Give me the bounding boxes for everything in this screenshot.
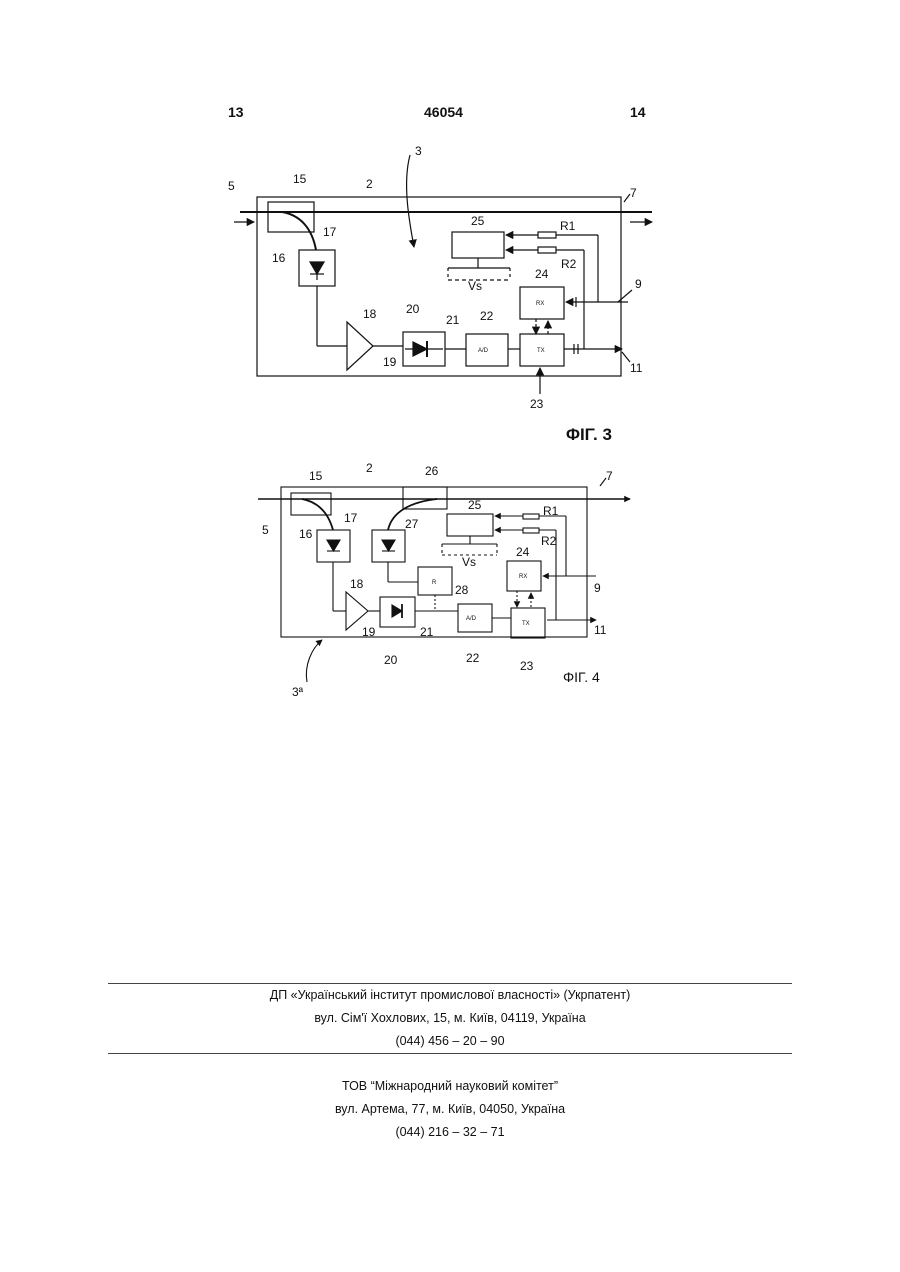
fig3-amplifier-18 [347,322,373,370]
fig4-label-7: 7 [606,469,613,483]
fig3-label-24: 24 [535,267,549,281]
fig3-label-5: 5 [228,179,235,193]
fig4-label-18: 18 [350,577,364,591]
fig3-label-25: 25 [471,214,485,228]
page-number-left: 13 [228,104,244,120]
org1-name: ДП «Український інститут промислової вла… [0,984,900,1007]
imprint-block-ukrpatent: ДП «Український інститут промислової вла… [0,984,900,1053]
fig4-rx-text: RX [519,574,527,580]
fig3-label-9: 9 [635,277,642,291]
fig3-label-7: 7 [630,186,637,200]
fig4-label-27: 27 [405,517,419,531]
fig3-label-18: 18 [363,307,377,321]
imprint-block-publisher: ТОВ “Міжнародний науковий комітет” вул. … [0,1075,900,1144]
fig3-label-2: 2 [366,177,373,191]
fig4-label-3a: 3ª [292,685,304,699]
fig4-label-25: 25 [468,498,482,512]
fig3-rx-text: RX [536,301,544,307]
fig4-label-11: 11 [594,623,607,637]
fig4-label-22: 22 [466,651,480,665]
fig4-ad-text: A/D [466,616,477,622]
fig3-block-25 [452,232,504,258]
patent-number: 46054 [424,104,463,120]
fig4-label-19: 19 [362,625,376,639]
org2-address: вул. Артема, 77, м. Київ, 04050, Україна [0,1098,900,1121]
fig3-label-vs: Vs [468,279,482,293]
fig3-ad-text: A/D [478,348,489,354]
org2-name: ТОВ “Міжнародний науковий комітет” [0,1075,900,1098]
fig4-tx-text: TX [522,621,530,627]
fig3-resistor-r1 [538,232,556,238]
fig3-label-19: 19 [383,355,397,369]
fig4-label-28: 28 [455,583,469,597]
fig4-label-2: 2 [366,461,373,475]
imprint-rule-bottom [108,1053,792,1054]
fig4-caption: ΦΙΓ. 4 [563,669,600,685]
fig3-label-15: 15 [293,172,307,186]
org1-phone: (044) 456 – 20 – 90 [0,1030,900,1053]
fig4-r-text: R [432,580,437,586]
fig3-tx-text: TX [537,348,545,354]
fig3-tap-fiber-16 [282,212,316,250]
fig3-label-11: 11 [630,361,643,375]
fig3-label-17: 17 [323,225,337,239]
fig4-label-r2: R2 [541,534,557,548]
fig4-label-vs: Vs [462,555,476,569]
org2-phone: (044) 216 – 32 – 71 [0,1121,900,1144]
figure-3-diagram: A/D TX RX 3 5 15 2 7 16 17 25 R1 R2 Vs [0,140,900,445]
page-number-right: 14 [630,104,646,120]
fig3-label-r2: R2 [561,257,577,271]
figure-4-diagram: R A/D TX RX 15 2 26 7 5 16 17 [0,455,900,710]
fig4-label-r1: R1 [543,504,559,518]
fig4-label-24: 24 [516,545,530,559]
fig4-label-26: 26 [425,464,439,478]
fig3-label-r1: R1 [560,219,576,233]
fig4-resistor-r1 [523,514,539,519]
fig4-label-23: 23 [520,659,534,673]
fig4-resistor-r2 [523,528,539,533]
fig4-label-21: 21 [420,625,434,639]
fig3-label-21: 21 [446,313,460,327]
fig4-label-5: 5 [262,523,269,537]
fig3-label-16: 16 [272,251,286,265]
fig3-label-3: 3 [415,144,422,158]
fig4-label-20: 20 [384,653,398,667]
fig4-label-17: 17 [344,511,358,525]
fig3-resistor-r2 [538,247,556,253]
fig4-block-25 [447,514,493,536]
org1-address: вул. Сім'ї Хохлових, 15, м. Київ, 04119,… [0,1007,900,1030]
fig4-label-16: 16 [299,527,313,541]
fig3-label-23: 23 [530,397,544,411]
fig3-caption: ΦΙΓ. 3 [566,425,612,444]
fig4-label-9: 9 [594,581,601,595]
fig3-label-22: 22 [480,309,494,323]
fig4-label-15: 15 [309,469,323,483]
fig3-label-20: 20 [406,302,420,316]
